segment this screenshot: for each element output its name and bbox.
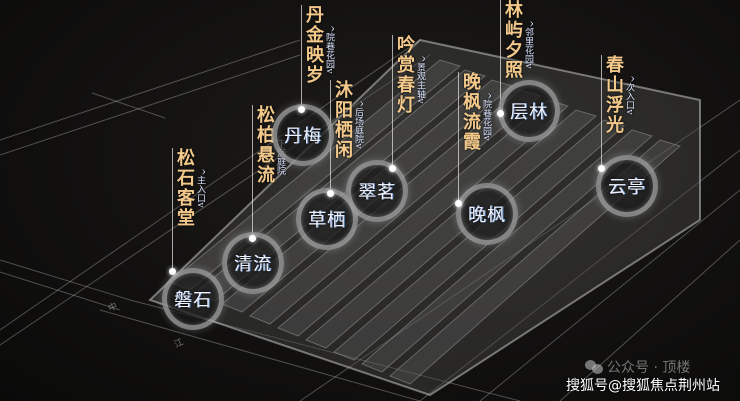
anchor-dot <box>389 165 396 172</box>
site-boundary <box>148 38 701 397</box>
node-label: 晚枫 <box>468 205 506 226</box>
label-wanfeng: 晚枫流霞 ^院巷花园v <box>460 72 491 152</box>
label-sub: ^邻里花园v <box>523 20 533 69</box>
leader-line-songbai <box>252 105 253 237</box>
leader-line-chunshan <box>601 55 602 167</box>
label-sub: ^院巷花园v <box>481 92 491 141</box>
node-cuiming[interactable]: 翠茗 <box>346 160 408 222</box>
label-title: 春山浮光 <box>603 55 624 135</box>
node-yunting[interactable]: 云亭 <box>596 155 658 217</box>
node-label: 草栖 <box>308 210 346 231</box>
account-watermark: 公众号 · 顶楼 <box>585 357 690 377</box>
label-title: 丹金映岁 <box>303 5 324 85</box>
node-label: 丹梅 <box>284 126 322 147</box>
label-sub: 下沉庭院 <box>275 139 285 175</box>
node-label: 磐石 <box>174 290 212 311</box>
node-cenglin[interactable]: 层林 <box>498 80 560 142</box>
label-title: 林屿夕照 <box>502 0 523 80</box>
wechat-icon <box>585 360 603 374</box>
label-title: 吟赏春灯 <box>394 35 415 115</box>
anchor-dot <box>455 200 462 207</box>
leader-line-songshi <box>172 148 173 270</box>
leader-line-linyu <box>500 0 501 112</box>
node-label: 云亭 <box>608 177 646 198</box>
label-muyang: 沐阳栖闲 ^后场庭院v <box>332 80 363 160</box>
leader-line-yinshang <box>392 35 393 167</box>
label-danjin: 丹金映岁 ^院巷花园v <box>303 5 334 85</box>
label-songbai: 松柏悬流 下沉庭院 <box>254 105 285 185</box>
account-text: 公众号 · 顶楼 <box>607 360 691 376</box>
anchor-dot <box>327 190 334 197</box>
label-linyu: 林屿夕照 ^邻里花园v <box>502 0 533 80</box>
node-panshi[interactable]: 磐石 <box>162 268 224 330</box>
node-qingliu[interactable]: 清流 <box>222 232 284 294</box>
label-title: 沐阳栖闲 <box>332 80 353 160</box>
credit-watermark: 搜狐号@搜狐焦点荆州站 <box>566 378 720 394</box>
node-danmei[interactable]: 丹梅 <box>272 104 334 166</box>
label-sub: ^院巷花园v <box>324 25 334 74</box>
node-label: 翠茗 <box>358 182 396 203</box>
label-sub: ^景观主轴v <box>415 55 425 104</box>
label-songshi: 松石客堂 ^主入口v <box>174 148 205 228</box>
label-title: 晚枫流霞 <box>460 72 481 152</box>
label-title: 松柏悬流 <box>254 105 275 185</box>
label-sub: ^后场庭院v <box>353 100 363 149</box>
label-sub: ^主入口v <box>195 168 205 208</box>
anchor-dot <box>298 106 305 113</box>
label-yinshang: 吟赏春灯 ^景观主轴v <box>394 35 425 115</box>
anchor-dot <box>249 235 256 242</box>
label-title: 松石客堂 <box>174 148 195 228</box>
leader-line-wanfeng <box>458 72 459 202</box>
label-chunshan: 春山浮光 ^次入口v <box>603 55 634 135</box>
anchor-dot <box>169 268 176 275</box>
node-label: 层林 <box>510 102 548 123</box>
leader-line-danjin <box>301 5 302 109</box>
anchor-dot <box>598 165 605 172</box>
node-wanfeng[interactable]: 晚枫 <box>456 183 518 245</box>
node-label: 清流 <box>234 254 272 275</box>
anchor-dot <box>497 110 504 117</box>
label-sub: ^次入口v <box>624 75 634 115</box>
